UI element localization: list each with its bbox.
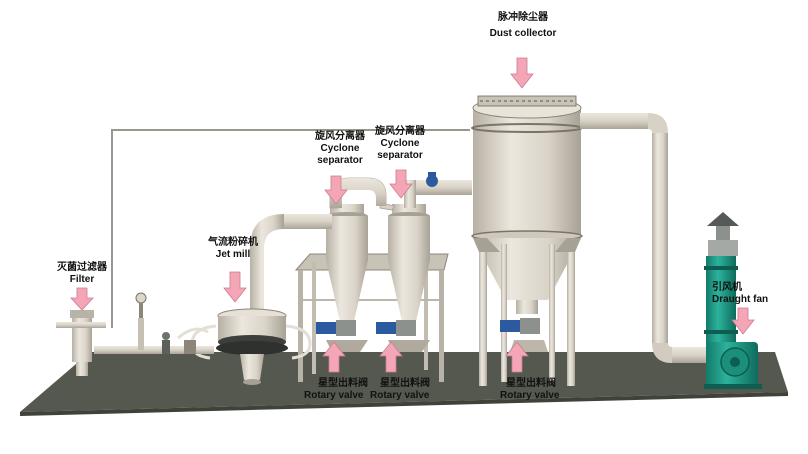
label-cyclone-1: 旋风分离器 Cyclone separator xyxy=(300,131,380,167)
signal-line xyxy=(111,129,470,328)
rotary-valve-3-en: Rotary valve xyxy=(500,390,560,401)
arrow-rotary-valve-3 xyxy=(505,341,529,373)
cyclone-1-en2: separator xyxy=(317,155,363,166)
jet-mill-zh: 气流粉碎机 xyxy=(208,237,258,248)
rotary-valve-2 xyxy=(376,320,416,336)
jet-mill xyxy=(177,308,312,385)
arrow-cyclone-2 xyxy=(389,169,413,199)
label-jet-mill: 气流粉碎机 Jet mill xyxy=(193,237,273,261)
cyclone-2-en2: separator xyxy=(377,150,423,161)
dust-collector-zh: 脉冲除尘器 xyxy=(498,12,548,23)
label-cyclone-2: 旋风分离器 Cyclone separator xyxy=(360,126,440,162)
filter-en: Filter xyxy=(69,274,95,285)
cyclone-1-zh: 旋风分离器 xyxy=(315,131,365,142)
arrow-rotary-valve-1 xyxy=(322,341,346,373)
label-rotary-valve-1: 星型出料阀 Rotary valve xyxy=(304,378,368,402)
dust-collector xyxy=(471,95,583,386)
dust-collector-en: Dust collector xyxy=(489,28,557,39)
cyclone-2-zh: 旋风分离器 xyxy=(375,126,425,137)
filter-zh: 灭菌过滤器 xyxy=(57,262,107,273)
label-dust-collector: 脉冲除尘器 Dust collector xyxy=(478,12,568,40)
label-rotary-valve-3: 星型出料阀 Rotary valve xyxy=(500,378,559,402)
rotary-valve-2-zh: 星型出料阀 xyxy=(380,378,430,389)
pipe-to-dust-collector xyxy=(404,172,472,208)
label-filter: 灭菌过滤器 Filter xyxy=(44,262,120,286)
jet-mill-en: Jet mill xyxy=(215,249,251,260)
draught-fan-en: Draught fan xyxy=(712,294,769,305)
draught-fan xyxy=(704,212,762,389)
label-rotary-valve-2: 星型出料阀 Rotary valve xyxy=(370,378,430,402)
rotary-valve-1 xyxy=(316,320,356,336)
rotary-valve-3-zh: 星型出料阀 xyxy=(506,378,556,389)
rotary-valve-1-zh: 星型出料阀 xyxy=(318,378,368,389)
sterile-filter xyxy=(56,310,106,376)
rotary-valve-3 xyxy=(500,318,540,334)
label-draught-fan: 引风机 Draught fan xyxy=(712,282,786,306)
pipe-mill-to-cyclone xyxy=(250,214,332,312)
arrow-cyclone-1 xyxy=(324,175,348,205)
arrow-dust-collector xyxy=(510,57,534,89)
rotary-valve-2-en: Rotary valve xyxy=(370,390,430,401)
cyclone-separator-2 xyxy=(388,204,430,352)
air-supply-line xyxy=(94,292,214,354)
arrow-draught-fan xyxy=(731,307,755,335)
rotary-valve-1-en: Rotary valve xyxy=(304,390,364,401)
cyclone-separator-1 xyxy=(326,204,368,352)
arrow-filter xyxy=(70,287,94,311)
cyclone-1-en1: Cyclone xyxy=(320,143,360,154)
draught-fan-zh: 引风机 xyxy=(712,282,742,293)
cyclone-2-en1: Cyclone xyxy=(380,138,420,149)
exhaust-duct xyxy=(580,113,712,363)
arrow-jet-mill xyxy=(223,271,247,303)
arrow-rotary-valve-2 xyxy=(379,341,403,373)
